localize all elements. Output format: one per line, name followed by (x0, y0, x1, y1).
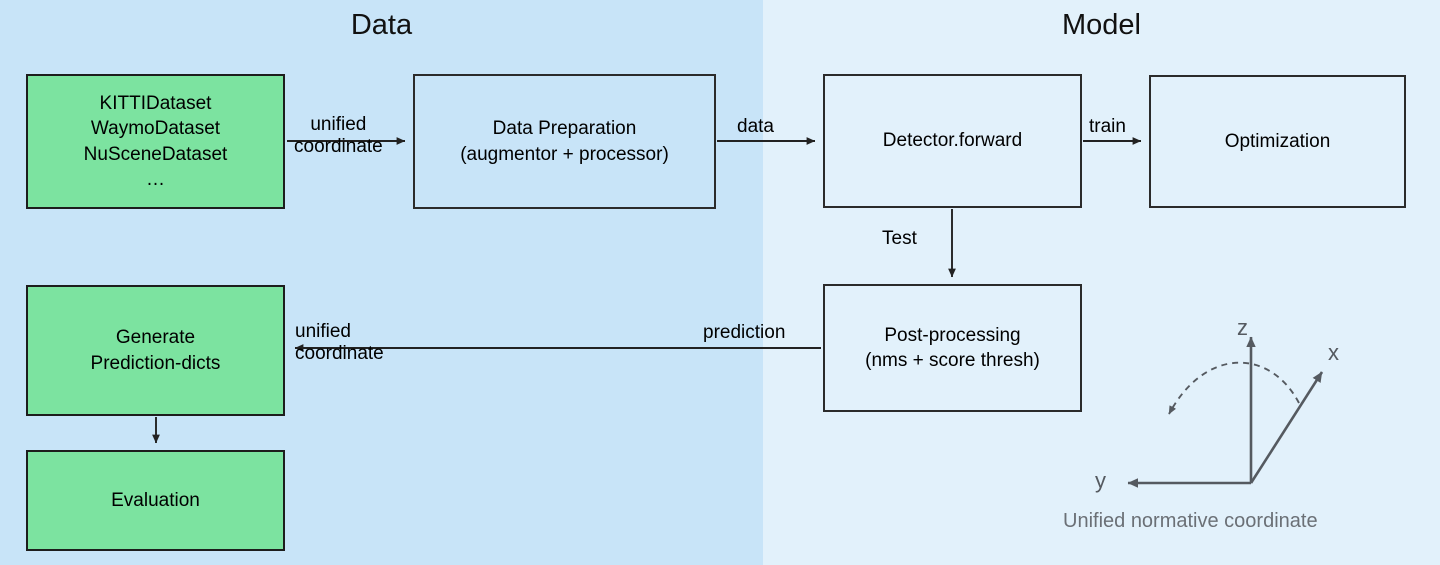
panel-model (763, 0, 1440, 565)
node-post-processing[interactable]: Post-processing (nms + score thresh) (823, 284, 1082, 412)
edge-label-unified-coordinate-bottom: unified coordinate (295, 321, 384, 365)
edge-label-unified-top-line1: unified (310, 114, 367, 135)
node-detector-forward[interactable]: Detector.forward (823, 74, 1082, 208)
node-evaluation[interactable]: Evaluation (26, 450, 285, 551)
coord-axis-y-label: y (1095, 468, 1106, 493)
node-optimization[interactable]: Optimization (1149, 75, 1406, 208)
edge-label-data: data (737, 116, 774, 138)
coord-caption: Unified normative coordinate (1063, 510, 1318, 532)
edge-label-unified-bottom-line1: unified (295, 321, 351, 342)
node-generate-prediction-dicts-label: Generate Prediction-dicts (90, 327, 221, 374)
edge-label-prediction-text: prediction (703, 322, 786, 343)
coord-axis-z-label: z (1237, 315, 1248, 340)
edge-label-unified-top-line2: coordinate (294, 135, 383, 157)
edge-label-prediction: prediction (703, 322, 785, 344)
edge-label-train-text: train (1089, 116, 1126, 137)
node-optimization-label: Optimization (1224, 130, 1331, 152)
edge-label-train: train (1089, 116, 1126, 138)
edge-label-test-text: Test (882, 228, 917, 249)
panel-title-model: Model (1062, 9, 1141, 41)
node-data-preparation[interactable]: Data Preparation (augmentor + processor) (413, 74, 716, 209)
node-datasets-label: KITTIDataset WaymoDataset NuSceneDataset… (83, 93, 228, 190)
node-generate-prediction-dicts[interactable]: Generate Prediction-dicts (26, 285, 285, 416)
edge-label-data-text: data (737, 116, 774, 137)
edge-label-test: Test (882, 228, 917, 250)
edge-label-unified-coordinate-top: unified coordinate (294, 114, 383, 158)
node-detector-forward-label: Detector.forward (882, 130, 1023, 152)
panel-title-data: Data (350, 9, 413, 41)
node-data-preparation-label: Data Preparation (augmentor + processor) (460, 118, 669, 165)
coord-axis-x-label: x (1328, 340, 1339, 365)
edge-label-unified-bottom-line2: coordinate (295, 342, 384, 364)
node-datasets[interactable]: KITTIDataset WaymoDataset NuSceneDataset… (26, 74, 285, 209)
node-post-processing-label: Post-processing (nms + score thresh) (865, 324, 1040, 371)
node-evaluation-label: Evaluation (111, 489, 200, 511)
